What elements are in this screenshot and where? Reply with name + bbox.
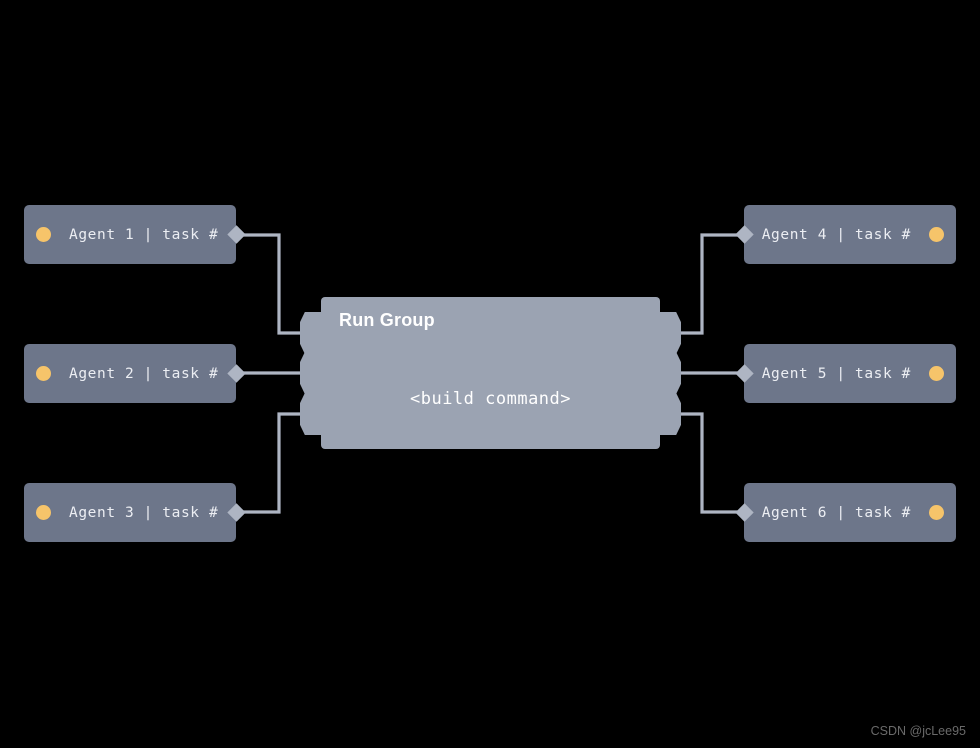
connection-run-group-to-agent6 xyxy=(675,412,738,514)
run-group-node[interactable]: Run Group <build command> xyxy=(300,297,681,449)
status-dot-icon xyxy=(36,227,51,242)
agent-node-label: Agent 2 | task # xyxy=(69,365,219,382)
run-group-command: <build command> xyxy=(409,389,572,409)
run-group-title: Run Group xyxy=(339,310,435,330)
status-dot-icon xyxy=(929,366,944,381)
agent-node-2[interactable]: Agent 2 | task # xyxy=(24,344,246,403)
status-dot-icon xyxy=(36,505,51,520)
status-dot-icon xyxy=(929,505,944,520)
agent-node-6[interactable]: Agent 6 | task # xyxy=(734,483,956,542)
agent-node-3[interactable]: Agent 3 | task # xyxy=(24,483,246,542)
status-dot-icon xyxy=(36,366,51,381)
group-port-right-1[interactable] xyxy=(659,312,681,354)
agent-node-label: Agent 6 | task # xyxy=(761,504,911,521)
port-diamond-icon[interactable] xyxy=(734,364,754,383)
agent-node-4[interactable]: Agent 4 | task # xyxy=(734,205,956,264)
agent-node-1[interactable]: Agent 1 | task # xyxy=(24,205,246,264)
port-diamond-icon[interactable] xyxy=(226,364,246,383)
connection-agent1-to-run-group xyxy=(243,233,306,335)
port-diamond-icon[interactable] xyxy=(226,503,246,522)
port-diamond-icon[interactable] xyxy=(226,225,246,244)
agent-node-label: Agent 4 | task # xyxy=(761,226,911,243)
watermark: CSDN @jcLee95 xyxy=(870,724,966,738)
connection-agent3-to-run-group xyxy=(243,412,306,514)
group-port-left-1[interactable] xyxy=(300,312,322,354)
agent-node-5[interactable]: Agent 5 | task # xyxy=(734,344,956,403)
agent-node-label: Agent 3 | task # xyxy=(69,504,219,521)
group-port-right-3[interactable] xyxy=(659,393,681,435)
group-port-left-3[interactable] xyxy=(300,393,322,435)
port-diamond-icon[interactable] xyxy=(734,225,754,244)
connection-run-group-to-agent4 xyxy=(675,233,738,335)
status-dot-icon xyxy=(929,227,944,242)
agent-node-label: Agent 1 | task # xyxy=(69,226,219,243)
port-diamond-icon[interactable] xyxy=(734,503,754,522)
group-port-left-2[interactable] xyxy=(300,352,322,394)
group-port-right-2[interactable] xyxy=(659,352,681,394)
agent-node-label: Agent 5 | task # xyxy=(761,365,911,382)
